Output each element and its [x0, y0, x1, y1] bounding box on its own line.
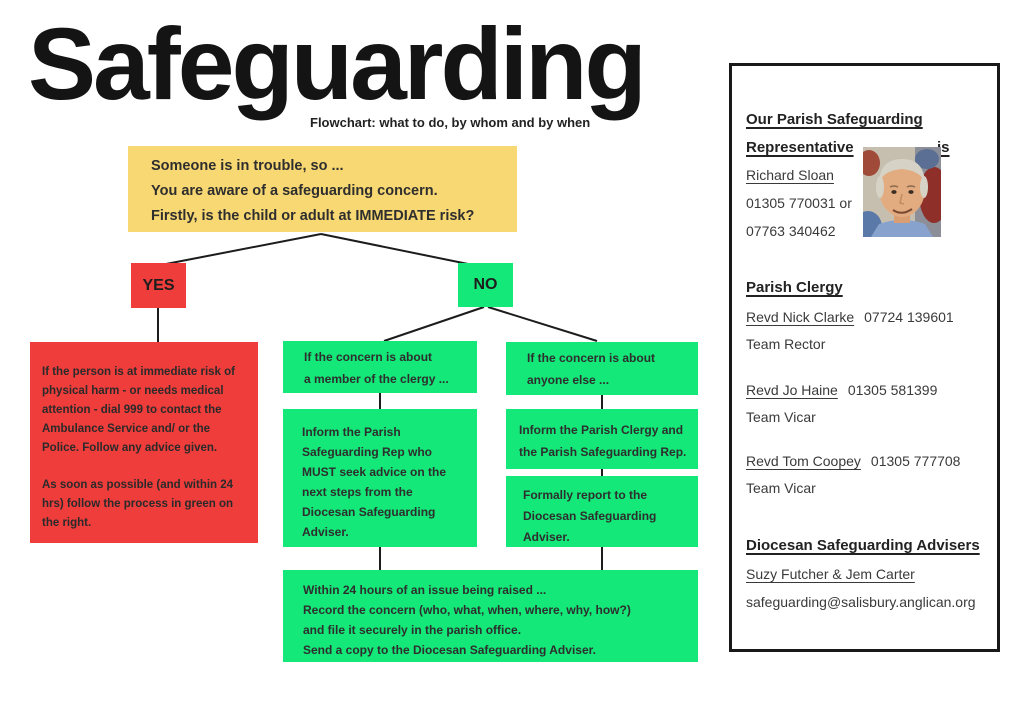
- record-line-3: and file it securely in the parish offic…: [303, 623, 522, 637]
- record-node: Within 24 hours of an issue being raised…: [283, 570, 698, 662]
- anyone-inform-node: Inform the Parish Clergy and the Parish …: [506, 409, 698, 469]
- rep-phone-2: 07763 340462: [746, 223, 836, 239]
- clergy-heading: Parish Clergy: [746, 279, 843, 296]
- start-line-3: Firstly, is the child or adult at IMMEDI…: [151, 208, 475, 224]
- rep-portrait-photo: [863, 147, 941, 237]
- clergy-member-phone: 01305 777708: [870, 453, 961, 469]
- clergy-member-row: Revd Nick Clarke 07724 139601: [746, 309, 954, 325]
- rep-phone-1: 01305 770031 or: [746, 195, 852, 211]
- advisers-email: safeguarding@salisbury.anglican.org: [746, 594, 976, 610]
- clergy-member-name: Revd Jo Haine: [746, 382, 838, 398]
- record-line-2: Record the concern (who, what, when, whe…: [303, 603, 631, 617]
- anyone-condition-node: If the concern is about anyone else ...: [506, 342, 698, 395]
- immediate-risk-node: If the person is at immediate risk of ph…: [30, 342, 258, 543]
- yes-node: YES: [131, 263, 186, 308]
- clergy-member-row: Revd Jo Haine 01305 581399: [746, 382, 937, 398]
- clergy-member-role: Team Vicar: [746, 480, 816, 496]
- immediate-risk-para-2: As soon as possible (and within 24 hrs) …: [42, 479, 234, 529]
- anyone-condition-line-1: If the concern is about: [527, 351, 656, 365]
- start-line-1: Someone is in trouble, so ...: [151, 158, 344, 174]
- clergy-condition-line-2: a member of the clergy ...: [304, 372, 449, 386]
- clergy-condition-node: If the concern is about a member of the …: [283, 341, 477, 393]
- clergy-member-phone: 01305 581399: [847, 382, 938, 398]
- anyone-condition-line-2: anyone else ...: [527, 373, 610, 387]
- page-subtitle: Flowchart: what to do, by whom and by wh…: [310, 115, 591, 130]
- no-node: NO: [458, 263, 513, 307]
- start-node: Someone is in trouble, so ... You are aw…: [128, 146, 517, 232]
- advisers-heading: Diocesan Safeguarding Advisers: [746, 537, 980, 554]
- clergy-member-name: Revd Tom Coopey: [746, 453, 861, 469]
- clergy-condition-line-1: If the concern is about: [304, 350, 433, 364]
- clergy-action-node: Inform the Parish Safeguarding Rep who M…: [283, 409, 477, 547]
- page-title: Safeguarding: [28, 7, 647, 121]
- start-line-2: You are aware of a safeguarding concern.: [151, 183, 438, 199]
- clergy-member-role: Team Rector: [746, 336, 826, 352]
- clergy-member-row: Revd Tom Coopey 01305 777708: [746, 453, 960, 469]
- record-line-1: Within 24 hours of an issue being raised…: [303, 583, 547, 597]
- rep-heading-line-2: Representative: [746, 139, 854, 156]
- anyone-report-node: Formally report to the Diocesan Safeguar…: [506, 476, 698, 547]
- rep-name: Richard Sloan: [746, 167, 834, 183]
- immediate-risk-para-1: If the person is at immediate risk of ph…: [42, 366, 235, 454]
- clergy-member-name: Revd Nick Clarke: [746, 309, 855, 325]
- record-line-4: Send a copy to the Diocesan Safeguarding…: [303, 643, 596, 657]
- rep-heading-line-1: Our Parish Safeguarding: [746, 111, 923, 128]
- contact-panel: Our Parish Safeguarding Representative i…: [729, 63, 1000, 652]
- clergy-member-phone: 07724 139601: [864, 309, 954, 325]
- advisers-names: Suzy Futcher & Jem Carter: [746, 566, 915, 582]
- clergy-member-role: Team Vicar: [746, 409, 816, 425]
